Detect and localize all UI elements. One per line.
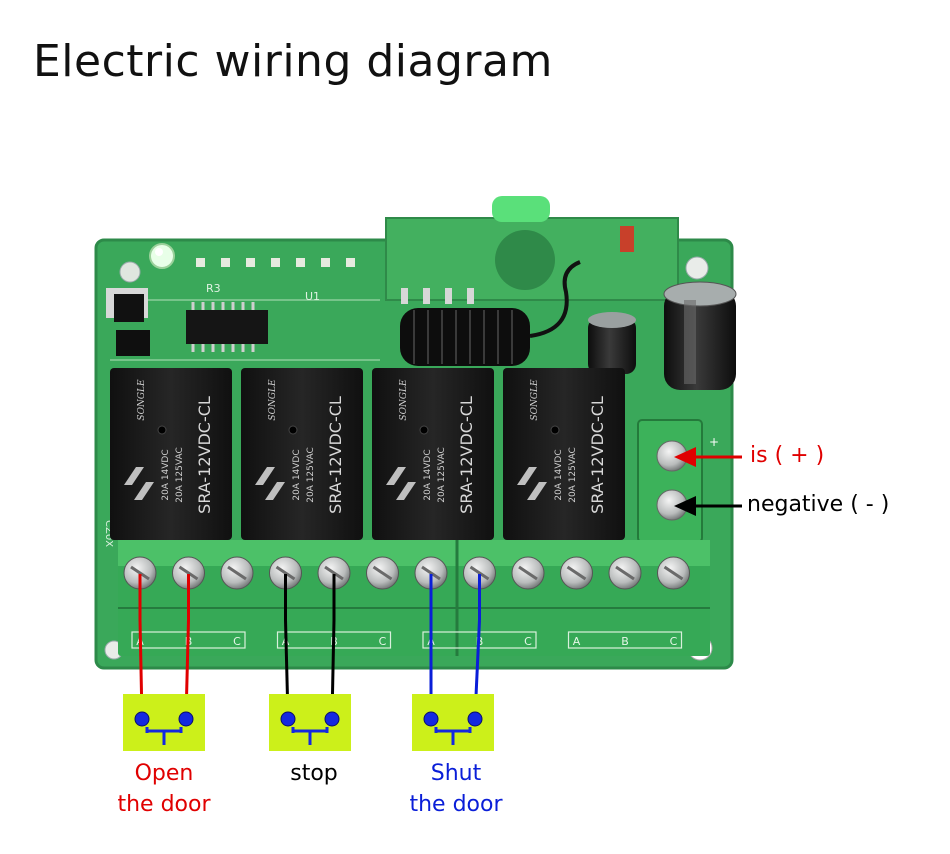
terminal-screw-10 xyxy=(560,556,593,590)
terminal-screw-1 xyxy=(123,556,157,590)
terminal-label-b: B xyxy=(621,635,629,648)
terminal-label-c: C xyxy=(524,635,532,648)
relay-rating-dc: 20A 14VDC xyxy=(292,449,302,500)
switch-shut-label-line2: the door xyxy=(409,792,503,817)
relay-1: SRA-12VDC-CL SONGLE 20A 14VDC 20A 125VAC xyxy=(110,368,232,540)
terminal-label-a: A xyxy=(573,635,581,648)
pushbutton-switch-open xyxy=(123,694,205,751)
pushbutton-switch-stop xyxy=(269,694,351,751)
relay-part-number: SRA-12VDC-CL xyxy=(457,396,476,514)
relay-3: SRA-12VDC-CL SONGLE 20A 14VDC 20A 125VAC xyxy=(372,368,494,540)
relay-rating-dc: 20A 14VDC xyxy=(423,449,433,500)
relay-part-number: SRA-12VDC-CL xyxy=(326,396,345,514)
relay-rating-dc: 20A 14VDC xyxy=(161,449,171,500)
jumper-header xyxy=(106,288,150,356)
rf-receiver-module xyxy=(385,196,679,304)
pushbutton-switch-shut xyxy=(412,694,494,751)
terminal-screw-4 xyxy=(269,556,302,590)
negative-arrow xyxy=(674,496,742,516)
relay-logo-icon xyxy=(517,467,547,500)
antenna-coil xyxy=(400,260,581,366)
negative-label: negative ( - ) xyxy=(747,492,890,517)
terminal-screw-2 xyxy=(172,556,205,590)
switch-shut-label: Shut the door xyxy=(396,758,516,820)
relay-brand: SONGLE xyxy=(268,379,278,421)
terminal-screw-12 xyxy=(657,556,690,590)
positive-arrow xyxy=(674,447,742,467)
relay-rating-ac: 20A 125VAC xyxy=(306,447,316,503)
relay-logo-icon xyxy=(386,467,416,500)
relay-4: SRA-12VDC-CL SONGLE 20A 14VDC 20A 125VAC xyxy=(503,368,625,540)
terminal-screw-3 xyxy=(220,556,254,590)
terminal-screw-11 xyxy=(608,556,642,590)
small-capacitor xyxy=(588,312,636,374)
switch-stop-label-line1: stop xyxy=(290,761,338,786)
terminal-screw-6 xyxy=(366,556,399,590)
page-title: Electric wiring diagram xyxy=(33,36,553,87)
relay-brand: SONGLE xyxy=(137,379,147,421)
switch-open-label-line1: Open xyxy=(134,761,194,786)
relay-logo-icon xyxy=(255,467,285,500)
ic-chip xyxy=(186,302,268,352)
relay-rating-ac: 20A 125VAC xyxy=(437,447,447,503)
relay-2: SRA-12VDC-CL SONGLE 20A 14VDC 20A 125VAC xyxy=(241,368,363,540)
switch-open-label: Open the door xyxy=(104,758,224,820)
silk-u1-label: U1 xyxy=(305,290,320,303)
relay-rating-ac: 20A 125VAC xyxy=(568,447,578,503)
terminal-group-frame-4 xyxy=(567,631,683,649)
positive-label: is ( + ) xyxy=(750,443,825,468)
terminal-label-c: C xyxy=(670,635,678,648)
switch-shut-label-line1: Shut xyxy=(430,761,482,786)
svg-text:+: + xyxy=(709,435,719,449)
power-terminal-block: + xyxy=(637,419,719,543)
led-indicator xyxy=(149,243,175,269)
relay-rating-ac: 20A 125VAC xyxy=(175,447,185,503)
relay-brand: SONGLE xyxy=(530,379,540,421)
relay-part-number: SRA-12VDC-CL xyxy=(588,396,607,514)
terminal-label-c: C xyxy=(379,635,387,648)
silk-r3-label: R3 xyxy=(206,282,221,295)
relay-part-number: SRA-12VDC-CL xyxy=(195,396,214,514)
electrolytic-capacitor xyxy=(663,281,737,390)
silk-side-label: CZ0X xyxy=(103,520,114,547)
terminal-label-c: C xyxy=(233,635,241,648)
switch-open-label-line2: the door xyxy=(117,792,211,817)
relay-brand: SONGLE xyxy=(399,379,409,421)
relay-logo-icon xyxy=(124,467,154,500)
relay-rating-dc: 20A 14VDC xyxy=(554,449,564,500)
switch-stop-label: stop xyxy=(254,758,374,789)
terminal-screw-9 xyxy=(511,556,545,590)
